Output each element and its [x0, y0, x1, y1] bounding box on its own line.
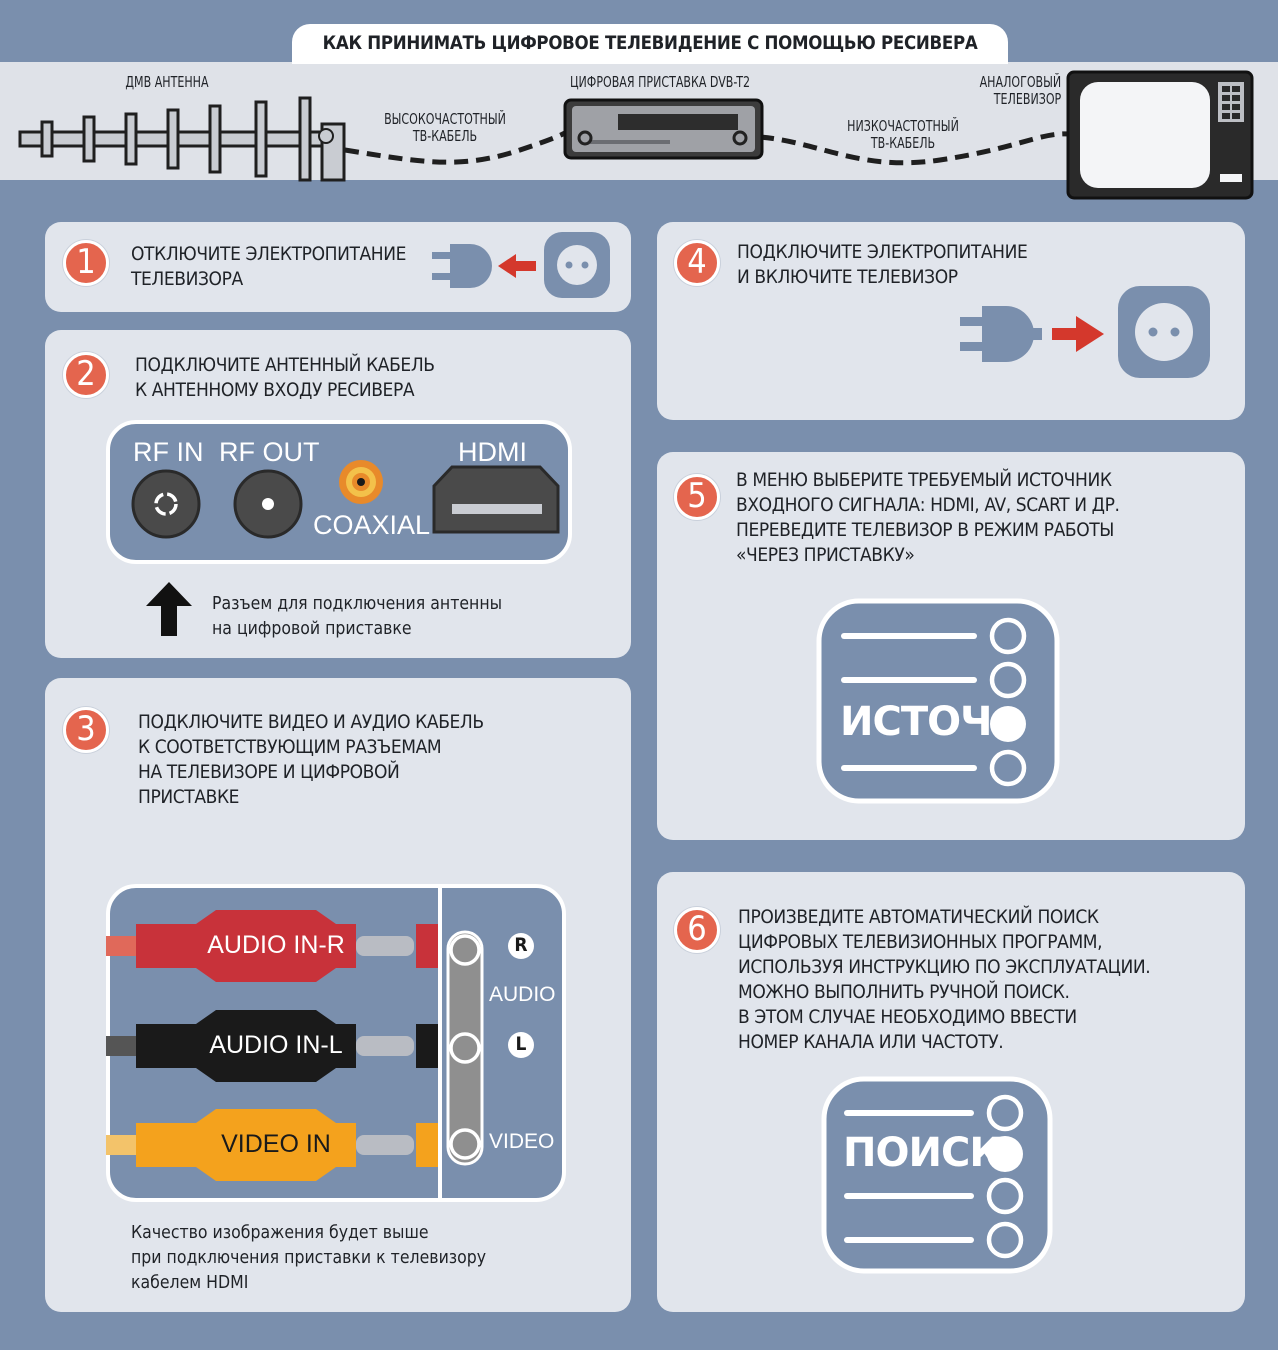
plug-icon [960, 306, 1042, 362]
audio-l-plug-icon [106, 1010, 438, 1082]
rf-in-label: RF IN [133, 437, 204, 467]
unplug-arrow-icon [498, 254, 536, 278]
audio-r-plug-icon [106, 910, 438, 982]
rf-out-port-icon [233, 469, 303, 539]
search-menu-word: ПОИСК [843, 1130, 1002, 1176]
rf-out-label: RF OUT [219, 437, 320, 467]
video-in-label: VIDEO IN [221, 1130, 331, 1158]
video-port-label: VIDEO [489, 1130, 555, 1153]
coaxial-label: COAXIAL [313, 510, 431, 540]
rca-jacks-icon [446, 930, 484, 1166]
up-arrow-icon [146, 582, 192, 636]
settop-box-icon [563, 98, 764, 160]
socket-icon [544, 232, 610, 298]
coaxial-port-icon [339, 460, 383, 504]
step-5-badge: 5 [674, 474, 720, 520]
source-menu-icon [816, 598, 1060, 804]
hdmi-port-icon [432, 465, 560, 534]
video-plug-icon [106, 1109, 438, 1181]
hf-cable [344, 129, 573, 165]
receiver-ports-graphics [131, 460, 560, 539]
step-1-badge: 1 [63, 240, 109, 286]
step-4-illustration [960, 286, 1210, 378]
r-label: R [514, 934, 528, 956]
l-label: L [515, 1033, 527, 1055]
plug-in-arrow-icon [1052, 316, 1104, 352]
page-title: КАК ПРИНИМАТЬ ЦИФРОВОЕ ТЕЛЕВИДЕНИЕ С ПОМ… [292, 24, 1008, 64]
plug-icon [432, 244, 492, 288]
step-3-badge: 3 [63, 707, 109, 753]
rf-in-port-icon [131, 469, 201, 539]
audio-r-label: AUDIO IN-R [207, 931, 345, 959]
lf-cable [759, 131, 1071, 166]
audio-port-label: AUDIO [489, 983, 556, 1006]
audio-l-label: AUDIO IN-L [209, 1031, 343, 1059]
r-badge-icon [508, 933, 534, 959]
step-4-badge: 4 [674, 240, 720, 286]
rca-cables-graphics [106, 888, 534, 1198]
socket-icon [1118, 286, 1210, 378]
header-illustration [18, 70, 1254, 200]
antenna-label: ДМВ АНТЕННА [125, 73, 209, 91]
step-1-illustration [432, 232, 610, 298]
step-6-badge: 6 [674, 907, 720, 953]
tv-icon [1066, 70, 1254, 200]
hdmi-label: HDMI [458, 437, 527, 467]
step-2-badge: 2 [63, 352, 109, 398]
settop-label: ЦИФРОВАЯ ПРИСТАВКА DVB-T2 [569, 73, 751, 91]
source-menu-word: ИСТОЧ. [840, 699, 1007, 745]
search-menu-icon [821, 1076, 1053, 1274]
antenna-icon [18, 96, 346, 182]
l-badge-icon [508, 1032, 534, 1058]
